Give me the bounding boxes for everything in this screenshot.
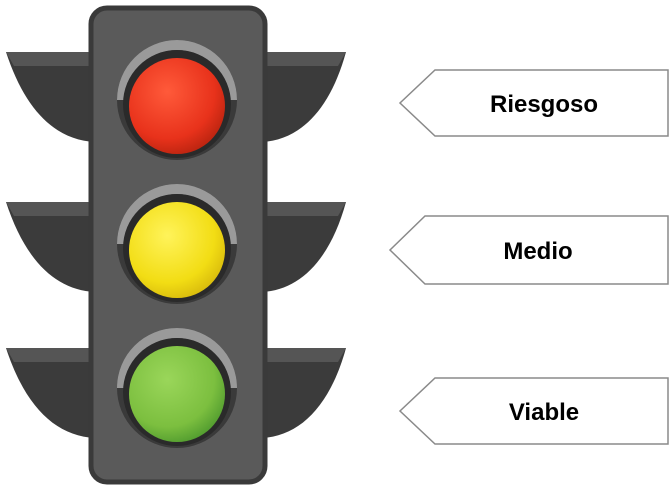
yellow-light: [129, 202, 225, 298]
tag-label-viable: Viable: [509, 399, 579, 426]
tag-label-riesgoso: Riesgoso: [490, 91, 598, 118]
right-wings: [262, 52, 346, 438]
label-tag-bottom: Viable: [400, 378, 668, 444]
tag-label-medio: Medio: [503, 238, 572, 265]
green-light-assembly: [117, 328, 237, 448]
yellow-light-assembly: [117, 184, 237, 304]
green-light: [129, 346, 225, 442]
red-light-assembly: [117, 40, 237, 160]
left-wings: [6, 52, 95, 438]
red-light: [129, 58, 225, 154]
label-tag-middle: Medio: [390, 216, 668, 284]
label-tag-top: Riesgoso: [400, 70, 668, 136]
